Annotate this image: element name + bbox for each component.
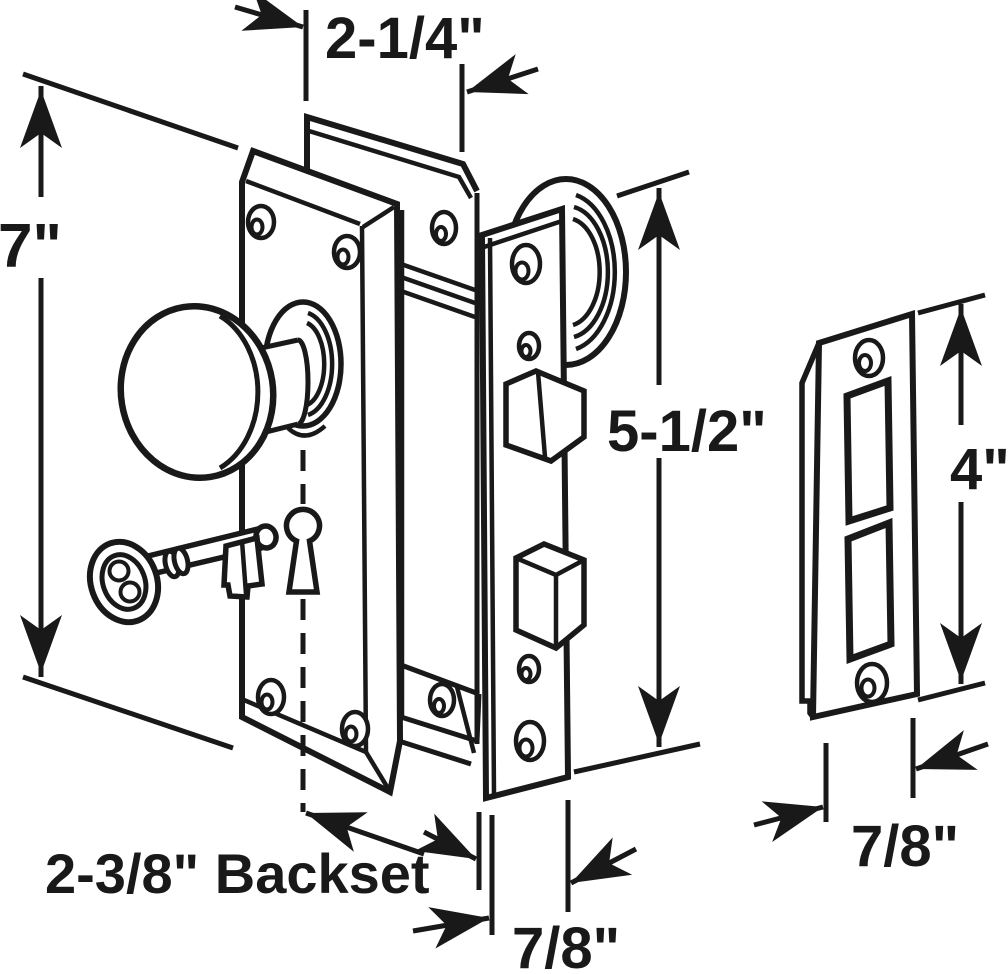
rose-disc-rib xyxy=(573,204,611,340)
trim-plate-corner-bevel xyxy=(361,205,396,229)
strike-latch-opening xyxy=(843,376,894,526)
knob-neck-rim xyxy=(297,337,311,427)
extension-line xyxy=(22,674,234,751)
trim-plate-right-bevel xyxy=(359,225,369,753)
screw-hole-center xyxy=(513,260,531,282)
strike-deadbolt-opening xyxy=(844,517,895,664)
key-bow-detail xyxy=(118,580,142,604)
screw-hole-center xyxy=(335,247,351,267)
rose-disc-rib xyxy=(575,192,618,352)
extension-line xyxy=(616,169,690,199)
case-rail xyxy=(400,288,476,320)
dimension-label: 4" xyxy=(950,437,1008,502)
extension-line xyxy=(573,741,701,775)
dimension-label: 7/8" xyxy=(512,916,620,974)
faceplate xyxy=(478,204,587,802)
dimension-label: 2-3/8" Backset xyxy=(45,842,430,905)
dimension-arrow xyxy=(569,837,638,886)
keyhole xyxy=(283,506,323,595)
screw-hole-center xyxy=(517,737,535,759)
deadbolt-edges xyxy=(515,555,586,648)
dimension-arrow xyxy=(414,813,478,862)
strike-plate xyxy=(799,309,921,721)
key-bow-inner xyxy=(99,552,149,612)
trim-plate xyxy=(239,147,404,797)
faceplate-outline xyxy=(478,204,572,802)
case-bottom-edge xyxy=(401,739,472,767)
case-top-edge xyxy=(304,112,480,193)
screw-hole-center xyxy=(343,724,359,744)
faceplate-left-inner-edge xyxy=(487,237,497,797)
dim-backset: 2-3/8" Backset xyxy=(45,810,430,905)
knob-face xyxy=(117,302,277,482)
dimension-arrow xyxy=(753,801,824,842)
screw-hole-center xyxy=(259,692,275,712)
dim-top-width: 2-1/4" xyxy=(234,0,539,152)
screw-hole-center xyxy=(432,697,446,715)
faceplate-top-inner-edge xyxy=(483,218,563,250)
dim-strike-width: 7/8" xyxy=(753,718,989,879)
dimension-arrow xyxy=(915,730,989,772)
key-collar xyxy=(171,545,191,577)
dimension-label: 5-1/2" xyxy=(607,399,767,464)
knob-rose-swirl xyxy=(286,424,327,438)
screw-hole-center xyxy=(859,677,877,699)
door-knob xyxy=(117,299,344,482)
knob-face-rim xyxy=(218,313,261,471)
dimension-arrow xyxy=(466,54,539,95)
case-bottom-edge xyxy=(400,662,480,697)
extension-line xyxy=(22,71,239,151)
strike-plate-flange xyxy=(799,341,822,719)
dimension-arrow xyxy=(305,810,425,857)
case-rail xyxy=(400,274,476,306)
deadbolt xyxy=(513,540,587,652)
case-top-inner-edge xyxy=(308,128,473,200)
latch-bolt xyxy=(503,368,587,465)
case-bottom-edge xyxy=(400,714,478,744)
dim-strike-height: 4" xyxy=(917,292,1008,703)
screw-hole-center xyxy=(519,343,533,359)
case-corner-edge xyxy=(474,693,482,742)
skeleton-key xyxy=(86,523,279,626)
trim-plate-bottom-corner xyxy=(364,750,391,792)
dimension-label: 7/8" xyxy=(851,814,959,879)
latch-bolt-bevel xyxy=(535,371,548,458)
dimension-label: 7" xyxy=(0,212,62,281)
screw-hole-center xyxy=(434,225,448,243)
dim-faceplate-height: 5-1/2" xyxy=(573,169,767,775)
dimension-arrow xyxy=(234,0,304,31)
dimension-arrow xyxy=(412,907,490,949)
rose-disc-rib xyxy=(572,216,602,328)
dim-faceplate-width: 7/8" xyxy=(412,800,638,974)
knob-rose-rib xyxy=(305,320,327,408)
screw-hole-center xyxy=(857,353,873,373)
screw-hole-center xyxy=(519,666,533,682)
case-corner-bevel xyxy=(454,686,477,754)
knob-rose-rib xyxy=(307,310,335,418)
dim-left-height: 7" xyxy=(0,71,239,751)
screw-hole-center xyxy=(249,217,265,237)
key-bit-edge xyxy=(239,540,249,595)
dimension-label: 2-1/4" xyxy=(325,6,485,71)
key-bow-detail xyxy=(107,559,131,583)
extension-line xyxy=(917,292,986,316)
trim-plate-top-bevel xyxy=(245,178,361,227)
case-rail xyxy=(400,261,476,293)
extension-line xyxy=(917,680,986,703)
